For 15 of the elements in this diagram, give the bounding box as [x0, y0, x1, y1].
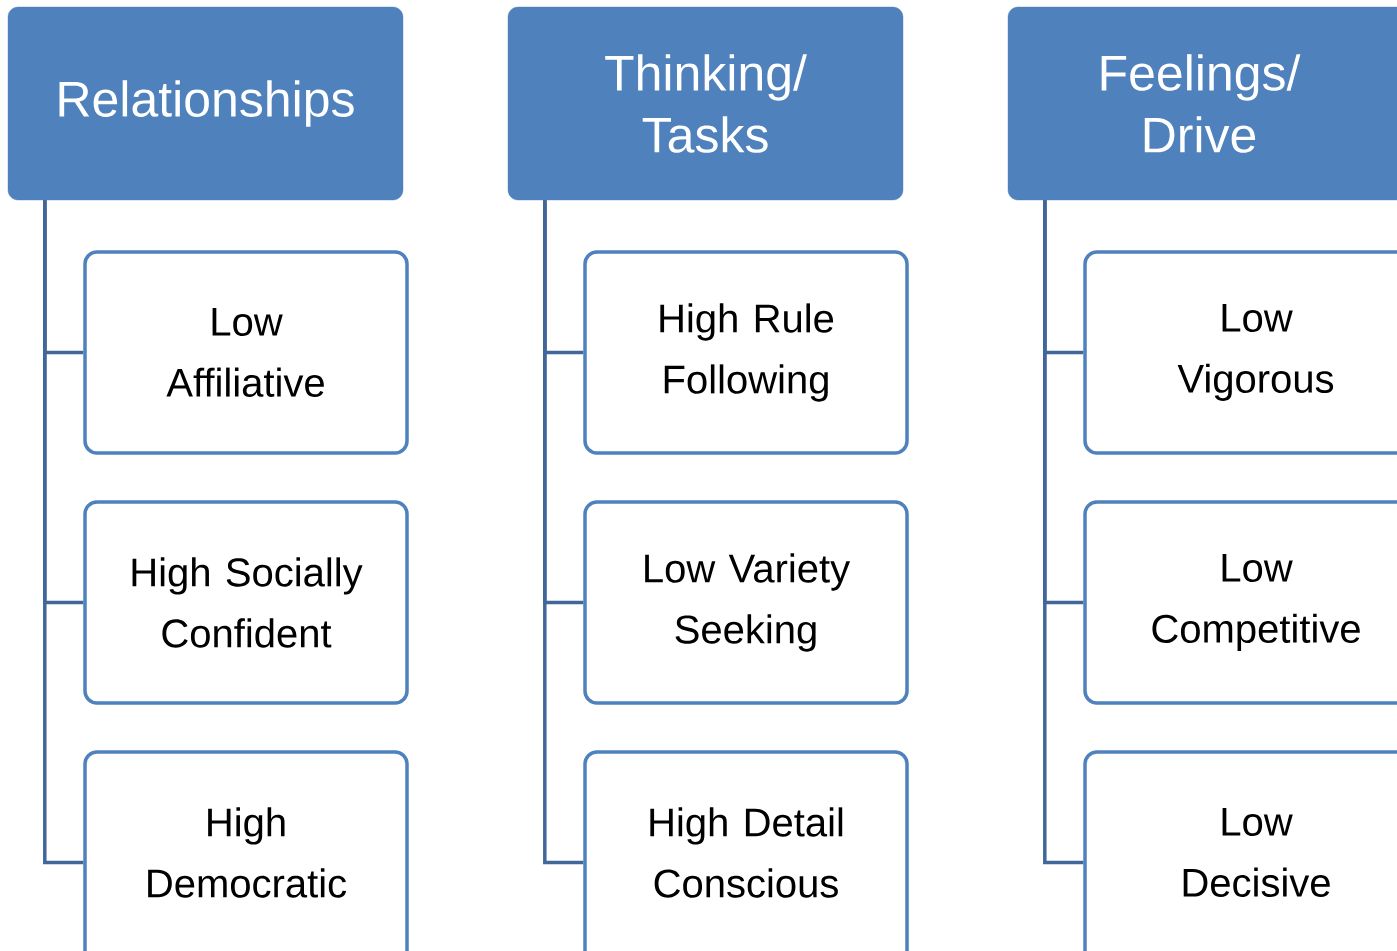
trait-box: Low Vigorous [1083, 250, 1397, 455]
tree-connector [43, 200, 84, 865]
trait-box: High Democratic [83, 750, 409, 951]
category-header: Feelings/ Drive [1007, 6, 1397, 201]
category-header: Thinking/ Tasks [507, 6, 904, 201]
trait-box: High Detail Conscious [583, 750, 909, 951]
tree-connector [543, 200, 584, 865]
trait-box: High Socially Confident [83, 500, 409, 705]
category-header: Relationships [7, 6, 404, 201]
trait-box: High Rule Following [583, 250, 909, 455]
trait-box: Low Decisive [1083, 750, 1397, 951]
trait-box: Low Competitive [1083, 500, 1397, 705]
trait-box: Low Affiliative [83, 250, 409, 455]
trait-box: Low Variety Seeking [583, 500, 909, 705]
tree-connector [1043, 200, 1084, 865]
